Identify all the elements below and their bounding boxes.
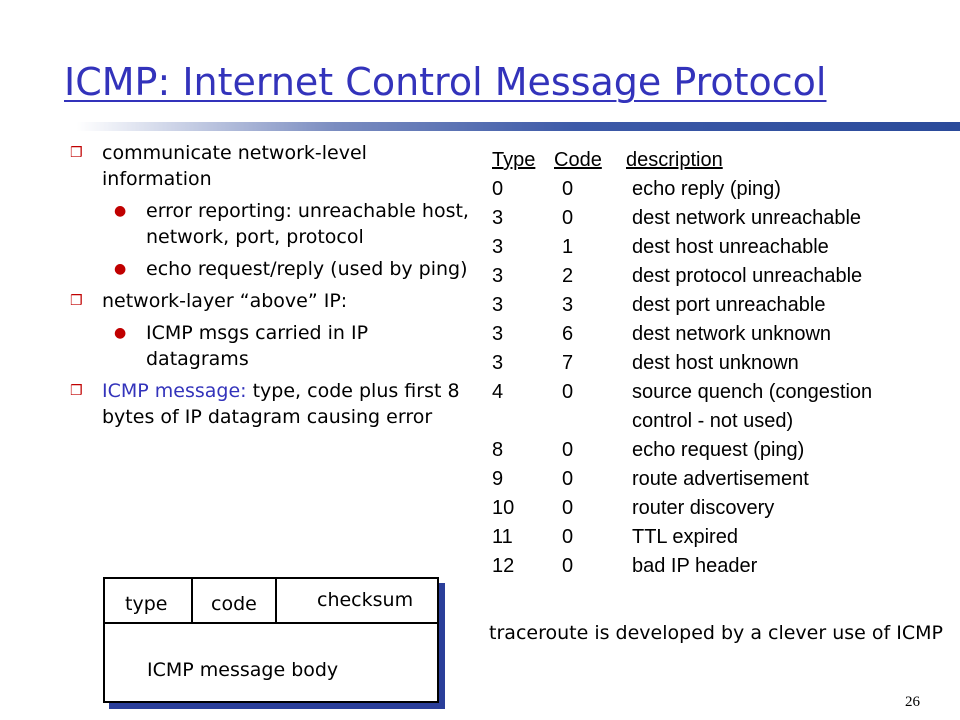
cell-description: dest port unreachable xyxy=(632,294,826,316)
bullet-list: ❒ communicate network-level information … xyxy=(70,140,470,436)
icmp-message-diagram: type code checksum ICMP message body xyxy=(103,577,445,709)
cell-code: 3 xyxy=(562,294,574,316)
cell-type: 11 xyxy=(492,526,513,548)
bullet-highlight-text: ICMP message: xyxy=(102,380,247,402)
cell-description: control - not used) xyxy=(632,410,794,432)
cell-type: 4 xyxy=(492,381,504,403)
bullet-text: communicate network-level information xyxy=(102,142,367,190)
cell-code: 0 xyxy=(562,555,574,577)
field-code-label: code xyxy=(211,593,257,615)
header-description: description xyxy=(626,149,723,171)
cell-code: 0 xyxy=(562,468,574,490)
sub-bullet-icon: ● xyxy=(114,261,127,277)
cell-description: bad IP header xyxy=(632,555,758,577)
page-title: ICMP: Internet Control Message Protocol xyxy=(64,60,827,104)
sub-bullet-item: ● echo request/reply (used by ping) xyxy=(102,256,470,282)
diagram-divider xyxy=(105,622,437,624)
diagram-divider xyxy=(191,579,193,622)
cell-description: router discovery xyxy=(632,497,775,519)
cell-type: 3 xyxy=(492,265,504,287)
cell-type: 0 xyxy=(492,178,504,200)
bullet-item: ❒ ICMP message: type, code plus first 8 … xyxy=(70,378,470,430)
bullet-item: ❒ network-layer “above” IP: xyxy=(70,288,470,314)
cell-type: 3 xyxy=(492,207,504,229)
cell-code: 1 xyxy=(562,236,574,258)
square-bullet-icon: ❒ xyxy=(70,383,83,399)
cell-code: 0 xyxy=(562,526,574,548)
cell-description: TTL expired xyxy=(632,526,738,548)
cell-description: echo request (ping) xyxy=(632,439,805,461)
cell-type: 3 xyxy=(492,236,504,258)
sub-bullet-icon: ● xyxy=(114,325,127,341)
header-code: Code xyxy=(554,149,602,171)
cell-description: dest network unreachable xyxy=(632,207,862,229)
title-divider-bar xyxy=(0,122,960,131)
cell-description: route advertisement xyxy=(632,468,809,490)
cell-code: 0 xyxy=(562,439,574,461)
cell-type: 10 xyxy=(492,497,515,519)
cell-description: echo reply (ping) xyxy=(632,178,781,200)
cell-code: 2 xyxy=(562,265,574,287)
cell-description: source quench (congestion xyxy=(632,381,873,403)
cell-description: dest protocol unreachable xyxy=(632,265,863,287)
cell-description: dest network unknown xyxy=(632,323,832,345)
cell-code: 7 xyxy=(562,352,574,374)
cell-description: dest host unknown xyxy=(632,352,799,374)
bullet-text: type, code plus first 8 bytes of IP data… xyxy=(102,380,460,428)
cell-code: 0 xyxy=(562,207,574,229)
cell-code: 0 xyxy=(562,381,574,403)
field-checksum-label: checksum xyxy=(317,589,414,611)
cell-type: 8 xyxy=(492,439,504,461)
square-bullet-icon: ❒ xyxy=(70,293,83,309)
sub-bullet-item: ● ICMP msgs carried in IP datagrams xyxy=(102,320,470,372)
sub-bullet-icon: ● xyxy=(114,203,127,219)
sub-bullet-item: ● error reporting: unreachable host, net… xyxy=(102,198,470,250)
traceroute-note: traceroute is developed by a clever use … xyxy=(489,622,943,644)
header-type: Type xyxy=(492,149,536,171)
cell-type: 3 xyxy=(492,323,504,345)
page-number: 26 xyxy=(905,694,920,710)
square-bullet-icon: ❒ xyxy=(70,145,83,161)
cell-type: 9 xyxy=(492,468,504,490)
field-type-label: type xyxy=(125,593,168,615)
cell-type: 12 xyxy=(492,555,515,577)
field-body-label: ICMP message body xyxy=(147,659,339,681)
sub-bullet-text: error reporting: unreachable host, netwo… xyxy=(146,200,469,248)
cell-code: 0 xyxy=(562,178,574,200)
cell-type: 3 xyxy=(492,352,504,374)
bullet-item: ❒ communicate network-level information xyxy=(70,140,470,192)
sub-bullet-text: ICMP msgs carried in IP datagrams xyxy=(146,322,369,370)
bullet-text: network-layer “above” IP: xyxy=(102,290,348,312)
sub-bullet-text: echo request/reply (used by ping) xyxy=(146,258,468,280)
cell-code: 0 xyxy=(562,497,574,519)
cell-type: 3 xyxy=(492,294,504,316)
diagram-divider xyxy=(275,579,277,622)
cell-description: dest host unreachable xyxy=(632,236,829,258)
diagram-box: type code checksum ICMP message body xyxy=(103,577,439,703)
cell-code: 6 xyxy=(562,323,574,345)
